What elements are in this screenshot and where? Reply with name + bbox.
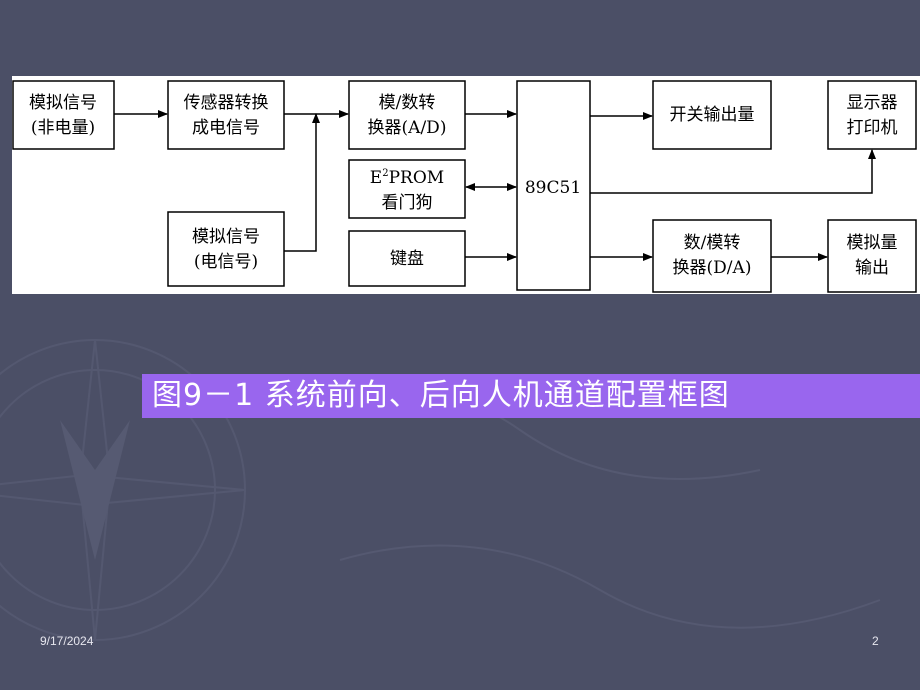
keyboard-label: 键盘 <box>390 249 424 269</box>
sensor-label-1: 传感器转换 <box>184 93 269 113</box>
footer-date: 9/17/2024 <box>40 634 94 648</box>
eeprom-label-2: 看门狗 <box>382 193 433 213</box>
analog-electric-label-2: (电信号) <box>194 252 258 272</box>
arrow-electric-to-adc-path <box>284 113 320 252</box>
adc-label-1: 模/数转 <box>379 93 436 113</box>
adc-box <box>348 80 466 150</box>
display-box <box>827 80 917 150</box>
eeprom-label-1: E2PROM <box>370 168 444 188</box>
arrow-mcu-to-display <box>590 149 876 194</box>
dac-box <box>652 219 772 293</box>
analog-nonelectric-label-1: 模拟信号 <box>29 93 97 113</box>
figure-caption: 图9－1 系统前向、后向人机通道配置框图 <box>142 374 920 418</box>
sensor-label-2: 成电信号 <box>192 118 260 138</box>
keyboard-box <box>348 230 466 287</box>
analog-out-box <box>827 219 917 293</box>
analog-electric-label-1: 模拟信号 <box>192 227 260 247</box>
adc-label-2: 换器(A/D) <box>368 118 447 138</box>
sensor-box <box>167 80 285 150</box>
mcu-box <box>516 80 591 291</box>
analog-electric-box <box>167 211 285 287</box>
analog-out-label-1: 模拟量 <box>847 233 898 253</box>
dac-label-1: 数/模转 <box>684 233 741 253</box>
analog-nonelectric-box <box>12 80 115 150</box>
switch-out-label: 开关输出量 <box>670 105 755 125</box>
analog-nonelectric-label-2: (非电量) <box>31 118 95 138</box>
display-label-2: 打印机 <box>847 118 898 138</box>
mcu-label: 89C51 <box>525 178 581 198</box>
switch-out-box <box>652 80 772 150</box>
eeprom-box <box>348 159 466 219</box>
block-diagram: 模拟信号 (非电量) 传感器转换 成电信号 模/数转 换器(A/D) 89C51… <box>12 76 920 294</box>
page-number: 2 <box>872 634 879 648</box>
display-label-1: 显示器 <box>847 93 898 113</box>
analog-out-label-2: 输出 <box>855 258 889 278</box>
dac-label-2: 换器(D/A) <box>673 258 752 278</box>
